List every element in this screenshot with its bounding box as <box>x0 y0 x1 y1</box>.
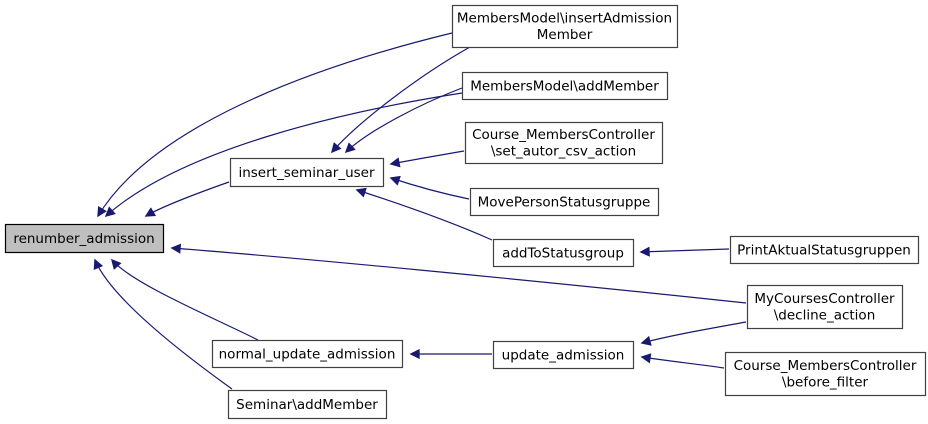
node-box[interactable] <box>451 4 679 49</box>
node-label: normal_update_admission <box>219 346 396 362</box>
node-label: MyCoursesController\decline_action <box>754 291 895 324</box>
node-box[interactable] <box>464 121 664 165</box>
node-label-line: MembersModel\addMember <box>470 78 659 94</box>
node-label-line: insert_seminar_user <box>238 165 375 181</box>
node-label-line: MyCoursesController <box>754 291 895 307</box>
node-box[interactable] <box>461 71 669 101</box>
node-box[interactable] <box>724 351 927 397</box>
node-course-memberscontroller-before-filter[interactable]: Course_MembersController\before_filter <box>724 351 927 397</box>
node-label: Course_MembersController\before_filter <box>734 358 917 391</box>
node-label: renumber_admission <box>13 231 154 247</box>
node-label-line: PrintAktualStatusgruppen <box>737 242 911 258</box>
node-box[interactable] <box>469 187 660 217</box>
node-label: insert_seminar_user <box>238 165 375 181</box>
edge-membersmodel-insertadmissionmember-to-renumber-admission <box>97 32 453 218</box>
node-label-line: update_admission <box>502 347 625 363</box>
node-mycoursescontroller-decline-action[interactable]: MyCoursesController\decline_action <box>746 284 904 330</box>
node-movepersonstatusgruppe[interactable]: MovePersonStatusgruppe <box>469 187 660 217</box>
node-label-line: MembersModel\insertAdmission <box>457 11 672 27</box>
node-box[interactable] <box>227 389 388 420</box>
node-label: MovePersonStatusgruppe <box>478 194 651 210</box>
node-course-memberscontroller-set-autor-csv-action[interactable]: Course_MembersController\set_autor_csv_a… <box>464 121 664 165</box>
node-label: update_admission <box>502 347 625 363</box>
node-label-line: Course_MembersController <box>734 358 917 374</box>
node-box[interactable] <box>229 157 385 188</box>
node-label-line: addToStatusgroup <box>502 245 624 261</box>
node-label-line: renumber_admission <box>13 231 154 247</box>
node-label-line: \before_filter <box>782 375 869 391</box>
node-printaktualstatusgruppen[interactable]: PrintAktualStatusgruppen <box>729 235 920 265</box>
edge-normal-update-admission-to-renumber-admission <box>110 258 259 341</box>
node-label-line: Course_MembersController <box>472 127 655 143</box>
node-label-line: normal_update_admission <box>219 346 396 362</box>
node-label: MembersModel\addMember <box>470 78 659 94</box>
edge-seminar-addmember-to-renumber-admission <box>93 258 233 390</box>
edge-insert-seminar-user-to-renumber-admission <box>144 181 230 217</box>
node-box[interactable] <box>492 238 635 268</box>
node-label: PrintAktualStatusgruppen <box>737 242 911 258</box>
edge-course-memberscontroller-before-filter-to-update-admission <box>640 353 725 369</box>
edge-mycoursescontroller-decline-action-to-renumber-admission <box>170 243 747 304</box>
node-insert-seminar-user[interactable]: insert_seminar_user <box>229 157 385 188</box>
node-label: Course_MembersController\set_autor_csv_a… <box>472 127 655 160</box>
node-label: addToStatusgroup <box>502 245 624 261</box>
edge-mycoursescontroller-decline-action-to-update-admission <box>640 321 747 346</box>
node-renumber-admission[interactable]: renumber_admission <box>4 223 165 254</box>
node-box[interactable] <box>729 235 920 265</box>
node-label-line: \decline_action <box>774 308 876 324</box>
node-addtostatusgroup[interactable]: addToStatusgroup <box>492 238 635 268</box>
node-label-line: Member <box>537 27 593 43</box>
node-label-line: MovePersonStatusgruppe <box>478 194 651 210</box>
node-normal-update-admission[interactable]: normal_update_admission <box>211 339 404 369</box>
edge-addtostatusgroup-to-insert-seminar-user <box>355 187 493 241</box>
node-membersmodel-addmember[interactable]: MembersModel\addMember <box>461 71 669 101</box>
node-label: Seminar\addMember <box>236 397 378 413</box>
edge-movepersonstatusgruppe-to-insert-seminar-user <box>389 175 470 200</box>
edge-membersmodel-insertadmissionmember-to-insert-seminar-user <box>330 46 471 154</box>
node-box[interactable] <box>492 340 635 370</box>
node-update-admission[interactable]: update_admission <box>492 340 635 370</box>
node-box[interactable] <box>211 339 404 369</box>
node-label-line: \set_autor_csv_action <box>491 144 636 160</box>
node-box[interactable] <box>4 223 165 254</box>
edge-membersmodel-addmember-to-renumber-admission <box>104 92 463 218</box>
edge-membersmodel-addmember-to-insert-seminar-user <box>344 87 463 154</box>
node-seminar-addmember[interactable]: Seminar\addMember <box>227 389 388 420</box>
edge-printaktualstatusgruppen-to-addtostatusgroup <box>639 246 730 257</box>
node-label-line: Seminar\addMember <box>236 397 378 413</box>
edge-course-memberscontroller-set-autor-csv-action-to-insert-seminar-user <box>389 150 465 168</box>
node-box[interactable] <box>746 284 904 330</box>
